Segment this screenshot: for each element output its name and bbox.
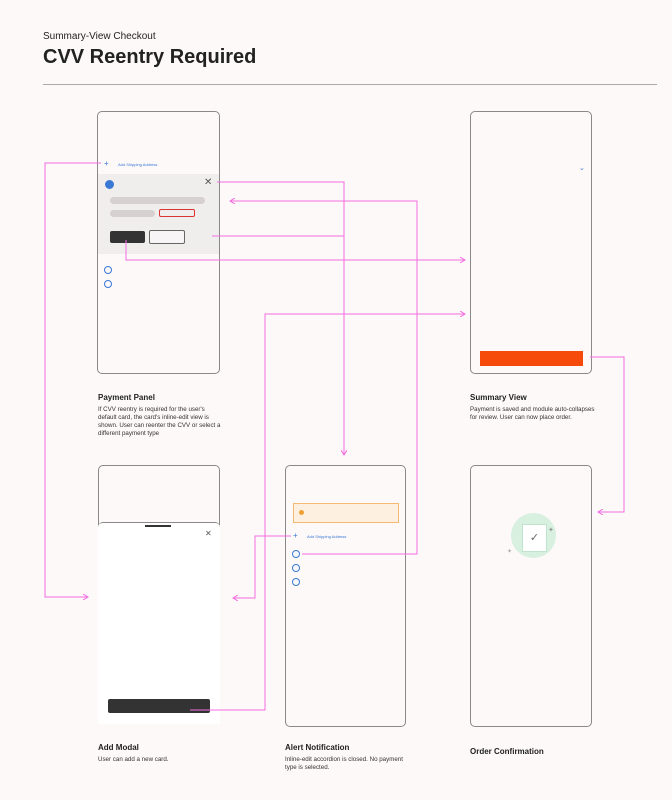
add-modal-desc: User can add a new card. — [98, 756, 169, 763]
drag-handle[interactable] — [145, 525, 171, 527]
sparkle-icon: ✦ — [507, 549, 513, 555]
connector-alert-radio-to-payment — [230, 201, 418, 555]
close-icon[interactable]: ✕ — [205, 529, 212, 538]
expiry-placeholder — [110, 210, 155, 217]
cancel-button[interactable] — [149, 230, 185, 244]
add-modal-title: Add Modal — [98, 743, 139, 752]
payment-option-radio[interactable] — [292, 564, 300, 572]
payment-panel-title: Payment Panel — [98, 393, 155, 402]
payment-panel-desc: If CVV reentry is required for the user'… — [98, 406, 221, 437]
order-confirmation-title: Order Confirmation — [470, 747, 544, 756]
alert-notification-title: Alert Notification — [285, 743, 350, 752]
connector-close-to-alert — [217, 181, 344, 455]
payment-option-radio[interactable] — [292, 578, 300, 586]
sparkle-icon: ✦ — [548, 527, 554, 534]
page-subtitle: Summary-View Checkout — [43, 31, 156, 42]
payment-panel-frame: + Add Shipping Address ✕ — [97, 111, 220, 374]
payment-option-radio[interactable] — [104, 266, 112, 274]
summary-view-desc: Payment is saved and module auto-collaps… — [470, 406, 595, 421]
alert-notification-desc: Inline-edit accordion is closed. No paym… — [285, 756, 403, 771]
inline-edit-card: ✕ — [98, 174, 219, 254]
connector-save-to-summary — [125, 240, 465, 260]
payment-option-radio[interactable] — [104, 280, 112, 288]
add-shipping-link[interactable]: Add Shipping Address — [118, 162, 158, 167]
card-number-placeholder — [110, 197, 205, 204]
connector-place-order-to-confirmation — [590, 356, 625, 512]
connector-alert-shipping-to-modal — [233, 535, 291, 598]
chevron-down-icon[interactable]: ⌄ — [579, 165, 585, 172]
shopping-bag-check-icon: ✓ — [522, 524, 547, 552]
plus-icon[interactable]: + — [104, 159, 109, 168]
selected-radio[interactable] — [105, 180, 114, 189]
summary-view-frame: ⌄ — [470, 111, 592, 374]
place-order-button[interactable] — [480, 351, 583, 366]
warning-icon — [299, 510, 304, 515]
alert-notification-frame: + Add Shipping Address — [285, 465, 406, 727]
connector-add-shipping-to-modal — [44, 162, 101, 597]
modal-sheet: ✕ — [98, 522, 220, 724]
add-shipping-link[interactable]: Add Shipping Address — [307, 534, 347, 539]
alert-banner — [293, 503, 399, 523]
summary-view-title: Summary View — [470, 393, 527, 402]
connector-add-card-to-summary — [190, 314, 465, 711]
cvv-input[interactable] — [159, 209, 195, 217]
save-button[interactable] — [110, 231, 145, 243]
plus-icon[interactable]: + — [293, 531, 298, 540]
close-icon[interactable]: ✕ — [204, 177, 213, 188]
page-title: CVV Reentry Required — [43, 46, 257, 68]
add-modal-frame: ✕ — [98, 465, 220, 724]
order-confirmation-frame: ✓ ✦ ✦ — [470, 465, 592, 727]
add-card-button[interactable] — [108, 699, 210, 713]
payment-option-radio[interactable] — [292, 550, 300, 558]
header-divider — [43, 84, 657, 85]
